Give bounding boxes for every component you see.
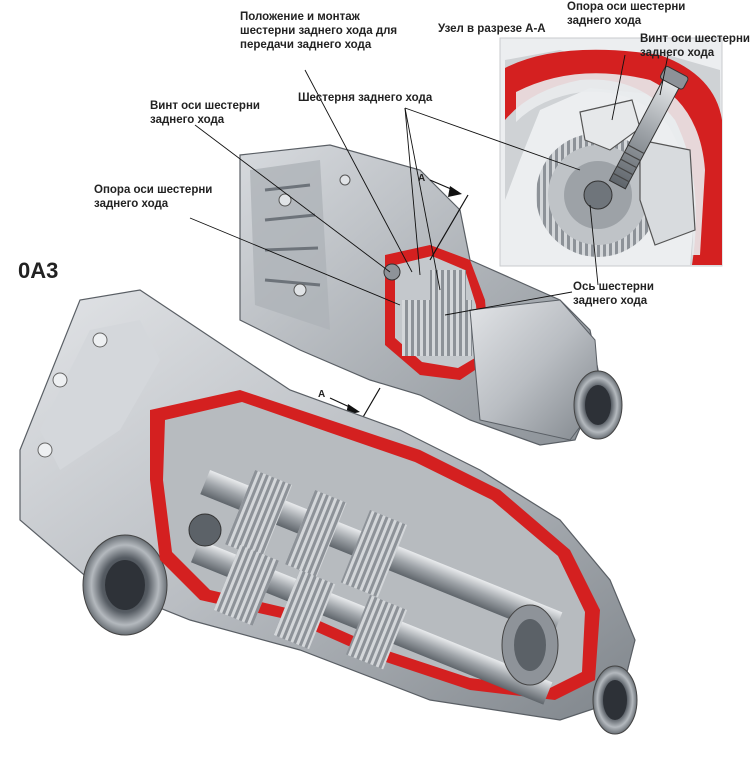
model-code: 0A3 [18,258,59,283]
label-screw-gear: Винт оси шестерни заднего хода [150,100,260,126]
label-section-aa: Узел в разрезе А-А [438,23,546,35]
lower-transmission [19,289,638,735]
label-screw-axis-top: Винт оси шестерни заднего хода [640,33,750,59]
section-detail-inset [499,37,723,286]
section-mark-1: A [418,173,426,184]
label-reverse-gear: Шестерня заднего хода [298,92,433,104]
label-support-axis-top: Опора оси шестерни заднего хода [567,1,686,27]
leader-lines [189,69,581,316]
label-position-assembly: Положение и монтаж шестерни заднего хода… [240,11,398,51]
section-mark-2: A [318,389,326,400]
label-axis-gear: Ось шестерни заднего хода [573,281,654,307]
upper-transmission [239,144,623,446]
label-support-axis-left: Опора оси шестерни заднего хода [94,184,213,210]
